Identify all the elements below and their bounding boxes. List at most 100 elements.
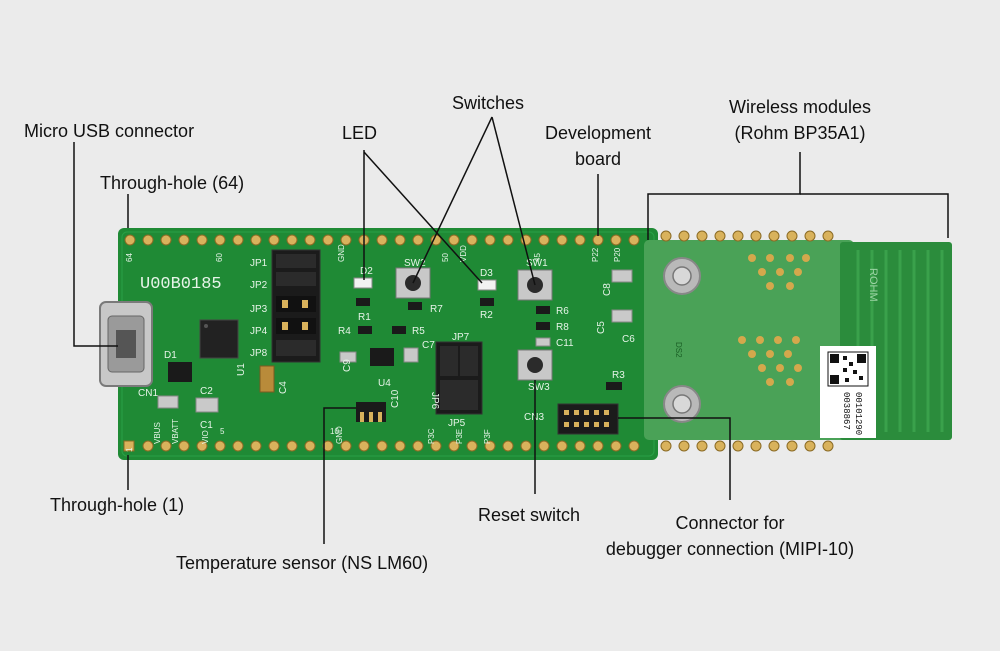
silk-gnd-bottom: GND <box>335 426 344 444</box>
label-through-hole-1: Through-hole (1) <box>50 495 185 515</box>
leader-lines <box>73 116 949 544</box>
silk-sw3: SW3 <box>528 382 550 393</box>
silk-pin1: 1 <box>125 447 134 452</box>
c8-capacitor <box>611 269 633 283</box>
silk-jp4: JP4 <box>250 326 268 337</box>
wireless-module-shield <box>644 240 854 440</box>
led-d3 <box>477 279 497 291</box>
silk-p3c: P3C <box>427 428 436 444</box>
jumper-block-jp5-jp7 <box>435 341 483 415</box>
qr-code <box>827 351 869 387</box>
silk-c4: C4 <box>278 381 289 394</box>
r6-resistor <box>536 306 550 314</box>
module-code-1: 00101290 <box>853 392 863 435</box>
silk-gnd-top: GND <box>337 244 346 262</box>
silk-vbus: VBUS <box>153 422 162 444</box>
label-wireless-modules-line2: (Rohm BP35A1) <box>734 123 866 143</box>
label-temperature-sensor: Temperature sensor (NS LM60) <box>176 553 429 573</box>
reset-switch-sw3 <box>517 349 553 381</box>
r4-resistor <box>358 326 372 334</box>
c5-capacitor <box>611 309 633 323</box>
r8-resistor <box>536 322 550 330</box>
label-debugger-connector-line2: debugger connection (MIPI-10) <box>605 539 855 559</box>
silk-c11: C11 <box>556 338 574 349</box>
r1-resistor <box>356 298 370 306</box>
silk-r1: R1 <box>358 312 371 323</box>
silk-c7: C7 <box>422 340 435 351</box>
silk-p20: P20 <box>613 247 622 262</box>
module-code-2: 0038867 <box>841 392 851 430</box>
silk-c5: C5 <box>596 321 607 334</box>
silk-cn1: CN1 <box>138 388 158 399</box>
silk-p3f: P3F <box>483 429 492 444</box>
silk-sw2: SW2 <box>404 258 426 269</box>
module-brand: ROHM <box>867 268 879 302</box>
silk-jp8: JP8 <box>250 348 268 359</box>
r3-resistor <box>606 382 622 390</box>
silk-vio: VIO <box>201 430 210 444</box>
c9-capacitor <box>339 351 357 363</box>
u4-regulator <box>370 348 394 366</box>
silk-c10: C10 <box>390 389 401 408</box>
module-pads <box>738 254 810 386</box>
silk-vbatt: VBATT <box>171 419 180 444</box>
silk-jp7: JP7 <box>452 332 470 343</box>
silk-r3: R3 <box>612 370 625 381</box>
silk-c1: C1 <box>200 420 213 431</box>
label-micro-usb-connector: Micro USB connector <box>24 121 195 141</box>
silk-p3e: P3E <box>455 429 464 444</box>
c4-capacitor <box>259 365 275 393</box>
label-development-board-line1: Development <box>544 123 652 143</box>
label-wireless-modules-line1: Wireless modules <box>728 97 872 117</box>
label-through-hole-64: Through-hole (64) <box>100 173 245 193</box>
d1-diode <box>168 362 192 382</box>
silk-jp1: JP1 <box>250 258 268 269</box>
c1-capacitor <box>195 397 219 413</box>
micro-usb-connector <box>99 301 153 387</box>
temperature-sensor <box>356 402 386 422</box>
r2-resistor <box>480 298 494 306</box>
debugger-connector-cn3 <box>557 403 619 435</box>
silk-d2: D2 <box>360 266 373 277</box>
silk-jp6: JP6 <box>429 392 440 410</box>
r7-resistor <box>408 302 422 310</box>
silk-ds2: DS2 <box>674 342 683 358</box>
label-switches: Switches <box>452 93 525 113</box>
silk-u4: U4 <box>378 378 391 389</box>
label-led: LED <box>342 123 378 143</box>
silk-jp3: JP3 <box>250 304 268 315</box>
silk-pin45: 45 <box>533 253 542 262</box>
silk-d3: D3 <box>480 268 493 279</box>
jumper-header-block <box>271 249 321 363</box>
silk-c8: C8 <box>602 283 613 296</box>
silk-pin5: 5 <box>220 427 225 436</box>
silk-cn3: CN3 <box>524 412 544 423</box>
silk-pin10: 10 <box>330 427 339 436</box>
silk-r8: R8 <box>556 322 569 333</box>
silk-c9: C9 <box>342 359 353 372</box>
silk-jp5: JP5 <box>448 418 466 429</box>
board-part-number: U00B0185 <box>140 275 222 294</box>
silk-jp2: JP2 <box>250 280 268 291</box>
c11-capacitor <box>535 337 551 347</box>
led-d2 <box>353 277 373 289</box>
u1-chip <box>199 319 239 359</box>
silk-sw1: SW1 <box>526 258 548 269</box>
silk-u1: U1 <box>236 363 247 376</box>
label-development-board-line2: board <box>574 149 622 169</box>
silk-r5: R5 <box>412 326 425 337</box>
silk-r7: R7 <box>430 304 443 315</box>
c7-capacitor <box>403 347 419 363</box>
label-reset-switch: Reset switch <box>478 505 581 525</box>
through-holes-bottom <box>123 440 834 452</box>
silk-r6: R6 <box>556 306 569 317</box>
silk-r4: R4 <box>338 326 351 337</box>
c3-capacitor <box>157 395 179 409</box>
module-screw-bottom <box>663 385 701 423</box>
silk-pin60: 60 <box>215 253 224 262</box>
module-screw-top <box>663 257 701 295</box>
silk-pin50: 50 <box>441 253 450 262</box>
silk-c6: C6 <box>622 334 635 345</box>
silk-r2: R2 <box>480 310 493 321</box>
